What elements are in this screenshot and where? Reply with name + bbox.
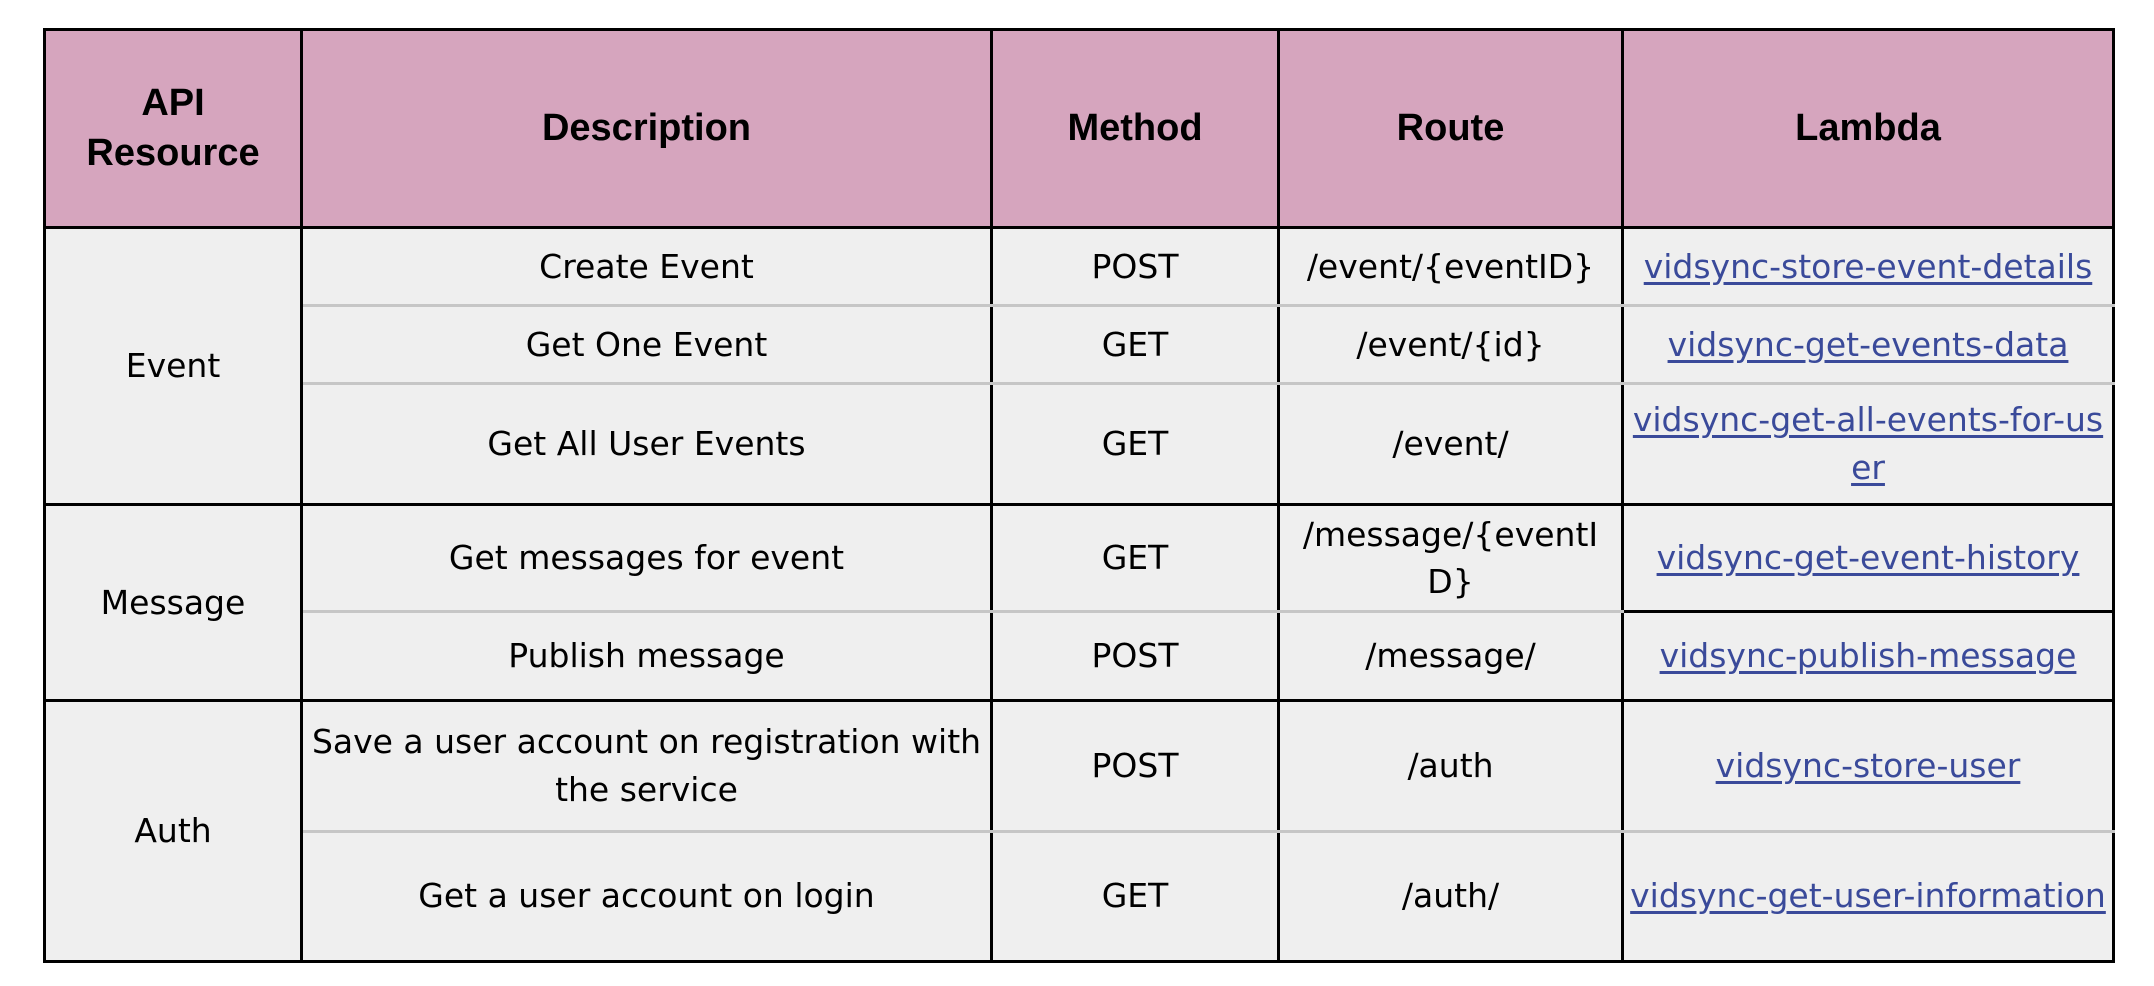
lambda-cell: vidsync-publish-message xyxy=(1621,610,2115,702)
header-method: Method xyxy=(990,28,1280,229)
table-row: Get All User Events GET /event/ vidsync-… xyxy=(45,382,2115,507)
method-cell: GET xyxy=(990,829,1280,964)
header-lambda: Lambda xyxy=(1621,28,2115,229)
resource-cell-auth: Auth xyxy=(43,698,303,964)
route-cell: /message/ xyxy=(1277,610,1624,702)
description-cell: Get a user account on login xyxy=(300,829,993,964)
table-row: Get One Event GET /event/{id} vidsync-ge… xyxy=(45,304,2115,386)
lambda-cell: vidsync-get-events-data xyxy=(1621,304,2115,386)
lambda-link[interactable]: vidsync-store-user xyxy=(1715,745,2021,785)
resource-cell-message: Message xyxy=(43,503,303,702)
method-cell: GET xyxy=(990,382,1280,507)
route-cell: /event/{id} xyxy=(1277,304,1624,386)
resource-cell-event: Event xyxy=(43,225,303,507)
lambda-link[interactable]: vidsync-get-user-information xyxy=(1630,876,2106,916)
method-cell: POST xyxy=(990,610,1280,702)
route-cell: /message/{eventID} xyxy=(1277,503,1624,614)
lambda-cell: vidsync-store-event-details xyxy=(1621,225,2115,308)
method-cell: GET xyxy=(990,503,1280,614)
method-cell: GET xyxy=(990,304,1280,386)
header-route: Route xyxy=(1277,28,1624,229)
description-cell: Publish message xyxy=(300,610,993,702)
lambda-cell: vidsync-get-event-history xyxy=(1621,503,2115,614)
table-row: Auth Save a user account on registration… xyxy=(43,698,2115,964)
table-header-row: API Resource Description Method Route La… xyxy=(43,28,2115,229)
lambda-link[interactable]: vidsync-get-event-history xyxy=(1656,538,2080,578)
lambda-link[interactable]: vidsync-publish-message xyxy=(1659,636,2077,676)
description-cell: Create Event xyxy=(300,225,993,308)
lambda-cell: vidsync-get-user-information xyxy=(1621,829,2115,964)
api-routes-table: API Resource Description Method Route La… xyxy=(43,28,2115,964)
description-cell: Get One Event xyxy=(300,304,993,386)
route-cell: /auth xyxy=(1277,698,1624,833)
description-cell: Save a user account on registration with… xyxy=(300,698,993,833)
method-cell: POST xyxy=(990,698,1280,833)
lambda-cell: vidsync-store-user xyxy=(1621,698,2115,833)
description-cell: Get messages for event xyxy=(300,503,993,614)
lambda-link[interactable]: vidsync-store-event-details xyxy=(1643,246,2093,286)
route-cell: /event/{eventID} xyxy=(1277,225,1624,308)
header-description: Description xyxy=(300,28,993,229)
header-api-resource: API Resource xyxy=(43,28,303,229)
table-row: Event Create Event POST /event/{eventID}… xyxy=(43,225,2115,507)
lambda-link[interactable]: vidsync-get-all-events-for-user xyxy=(1632,400,2104,488)
method-cell: POST xyxy=(990,225,1280,308)
table-row: Publish message POST /message/ vidsync-p… xyxy=(45,610,2115,702)
lambda-link[interactable]: vidsync-get-events-data xyxy=(1667,324,2069,364)
lambda-cell: vidsync-get-all-events-for-user xyxy=(1621,382,2115,507)
table-row: Get a user account on login GET /auth/ v… xyxy=(45,829,2115,964)
route-cell: /event/ xyxy=(1277,382,1624,507)
route-cell: /auth/ xyxy=(1277,829,1624,964)
table-row: Message Get messages for event GET /mess… xyxy=(43,503,2115,702)
description-cell: Get All User Events xyxy=(300,382,993,507)
